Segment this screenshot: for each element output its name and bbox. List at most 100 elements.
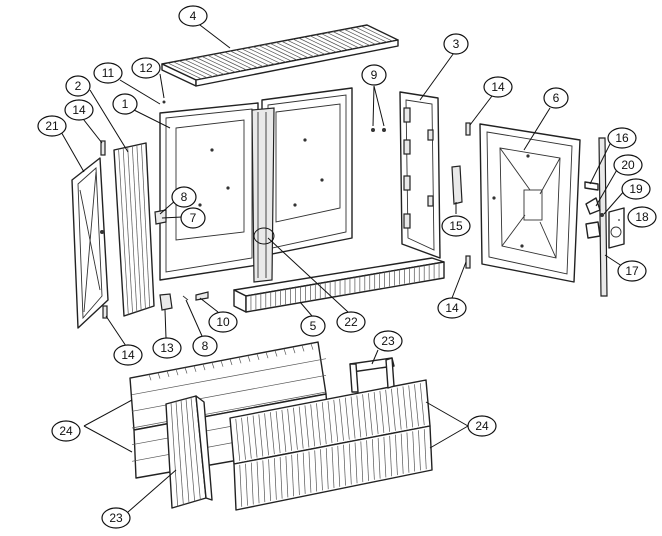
rib-line [229, 358, 233, 366]
rib-line [309, 35, 343, 52]
rib-line [356, 395, 362, 438]
rib-line [419, 383, 425, 426]
rib-line [250, 462, 254, 505]
rib-line [224, 51, 258, 69]
rib-line [310, 404, 316, 447]
rib-line [327, 400, 333, 444]
top-rail-23 [349, 357, 395, 393]
svg-text:22: 22 [344, 315, 358, 329]
rib-line [118, 148, 129, 315]
rib-line [184, 367, 188, 374]
callout-12: 12 [131, 57, 161, 79]
rib-line [379, 390, 385, 433]
rib-line [175, 401, 184, 505]
rib-line [395, 434, 398, 476]
rib-line [389, 435, 392, 477]
callout-20: 20 [613, 154, 643, 176]
rib-line [314, 450, 318, 492]
rib-line [315, 34, 348, 51]
rib-line [241, 48, 275, 65]
rib-line [377, 438, 381, 479]
rib-line [333, 399, 339, 442]
rib-line [281, 409, 287, 452]
callout-8: 8 [171, 186, 197, 208]
rib-line [350, 396, 356, 439]
rib-line [258, 45, 292, 62]
rib-line [368, 393, 373, 436]
rib-line [408, 385, 414, 428]
rib-line [325, 448, 329, 490]
rib-line [316, 403, 321, 446]
callout-23: 23 [373, 330, 403, 352]
svg-text:15: 15 [449, 219, 463, 233]
rib-line [402, 386, 408, 429]
callout-10: 10 [208, 311, 238, 333]
rib-line [293, 407, 298, 450]
svg-text:14: 14 [72, 103, 86, 117]
rib-line [190, 397, 201, 500]
rib-line [344, 29, 376, 45]
rib-line [247, 355, 251, 362]
rib-line [414, 384, 419, 427]
right-door [479, 123, 581, 283]
rib-line [185, 398, 196, 502]
rib-line [349, 27, 382, 44]
rib-line [211, 362, 215, 369]
rib-line [292, 346, 296, 354]
svg-text:19: 19 [629, 182, 643, 196]
svg-text:9: 9 [371, 68, 378, 82]
rib-line [418, 430, 421, 471]
rib-line [339, 398, 344, 441]
svg-text:2: 2 [75, 79, 82, 93]
svg-text:5: 5 [310, 319, 317, 333]
rib-line [131, 358, 327, 396]
svg-text:17: 17 [625, 264, 639, 278]
svg-text:21: 21 [45, 119, 59, 133]
callout-21: 21 [37, 115, 67, 137]
callout-13: 13 [152, 337, 182, 359]
floor-base [233, 257, 445, 313]
svg-text:8: 8 [181, 190, 188, 204]
callout-22: 22 [336, 311, 366, 333]
rib-line [141, 143, 151, 308]
callout-8: 8 [192, 335, 218, 357]
rib-line [373, 392, 379, 435]
rib-line [304, 405, 310, 448]
svg-text:23: 23 [381, 334, 395, 348]
rib-line [362, 394, 367, 437]
rib-line [406, 432, 410, 473]
right-side-wall [399, 91, 441, 259]
callout-7: 7 [180, 207, 206, 229]
svg-text:24: 24 [475, 419, 489, 433]
svg-text:14: 14 [491, 80, 505, 94]
rib-line [270, 43, 303, 60]
rib-line [423, 429, 427, 470]
rib-line [157, 372, 161, 379]
rib-line [220, 360, 224, 367]
rib-line [344, 397, 350, 440]
callout-1: 1 [112, 93, 138, 115]
rib-line [213, 53, 247, 71]
rib-line [238, 357, 242, 364]
rib-line [396, 387, 402, 430]
rib-line [196, 57, 230, 74]
rib-line [170, 402, 179, 507]
rib-line [136, 144, 146, 309]
callout-2: 2 [65, 75, 91, 97]
callout-3: 3 [443, 33, 469, 55]
hardware-parts [100, 100, 625, 319]
latch-part-15 [451, 165, 463, 205]
rib-line [391, 388, 396, 431]
callout-14: 14 [64, 99, 94, 121]
rib-line [241, 417, 246, 460]
svg-text:4: 4 [190, 9, 197, 23]
side-panel-23 [165, 395, 213, 509]
rib-line [178, 60, 213, 77]
rib-line [279, 457, 283, 499]
rib-line [148, 374, 152, 381]
rib-line [190, 58, 225, 75]
svg-text:24: 24 [59, 424, 73, 438]
svg-text:8: 8 [202, 339, 209, 353]
rib-line [354, 442, 358, 484]
callout-4: 4 [178, 5, 208, 27]
